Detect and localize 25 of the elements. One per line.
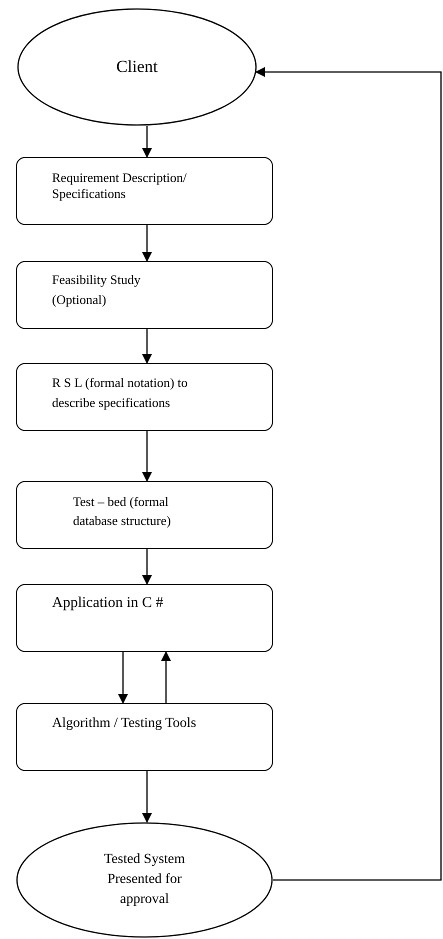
- arrow: [255, 67, 442, 881]
- process-box: [16, 157, 273, 225]
- process-box: [16, 261, 273, 329]
- node-label: Requirement Description/ Specifications: [52, 170, 188, 202]
- node-label: Test – bed (formal database structure): [73, 493, 172, 530]
- arrow: [142, 771, 152, 823]
- arrow: [142, 431, 152, 482]
- node-label: Algorithm / Testing Tools: [52, 715, 198, 733]
- node-label: Application in C #: [52, 594, 164, 613]
- arrow: [118, 652, 128, 704]
- process-box: [16, 481, 273, 549]
- process-box: [16, 703, 273, 771]
- process-box: [16, 584, 273, 652]
- terminal-ellipse: [16, 822, 273, 938]
- arrow: [161, 651, 171, 703]
- process-box: [16, 363, 273, 431]
- arrow: [142, 329, 152, 364]
- node-label: Feasibility Study (Optional): [52, 271, 142, 309]
- arrow: [142, 549, 152, 585]
- arrow: [142, 225, 152, 262]
- terminal-ellipse: [17, 8, 257, 126]
- node-label: Tested System Presented for approval: [102, 851, 186, 909]
- node-label: Client: [116, 56, 158, 78]
- arrow: [142, 126, 152, 158]
- node-label: R S L (formal notation) to describe specifications: [52, 374, 189, 412]
